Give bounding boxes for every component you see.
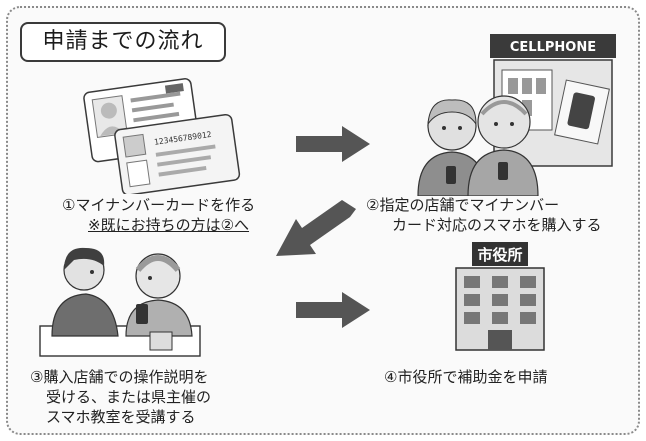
city-hall-icon: 市役所 <box>450 240 550 352</box>
step1-note: ※既にお持ちの方は②へ <box>88 216 250 234</box>
step2-text-line1: ②指定の店舗でマイナンバー <box>366 196 560 214</box>
mynumber-card-icon: 123456789012 <box>76 74 246 194</box>
shop-sign: CELLPHONE <box>510 40 596 55</box>
city-hall-sign: 市役所 <box>477 246 522 264</box>
arrow-down-left-icon <box>276 200 356 262</box>
arrow-right-icon <box>296 292 370 328</box>
step1-text: ①マイナンバーカードを作る <box>62 196 256 214</box>
page-title: 申請までの流れ <box>20 22 226 62</box>
staff-teaching-icon <box>30 240 208 360</box>
step3-text-line1: ③購入店舗での操作説明を <box>30 368 209 386</box>
elderly-couple-icon <box>412 92 540 196</box>
step3-text-line3: スマホ教室を受講する <box>46 408 196 426</box>
arrow-right-icon <box>296 126 370 162</box>
step4-text: ④市役所で補助金を申請 <box>384 368 548 386</box>
step2-text-line2: カード対応のスマホを購入する <box>392 216 602 234</box>
step3-text-line2: 受ける、または県主催の <box>46 388 212 406</box>
